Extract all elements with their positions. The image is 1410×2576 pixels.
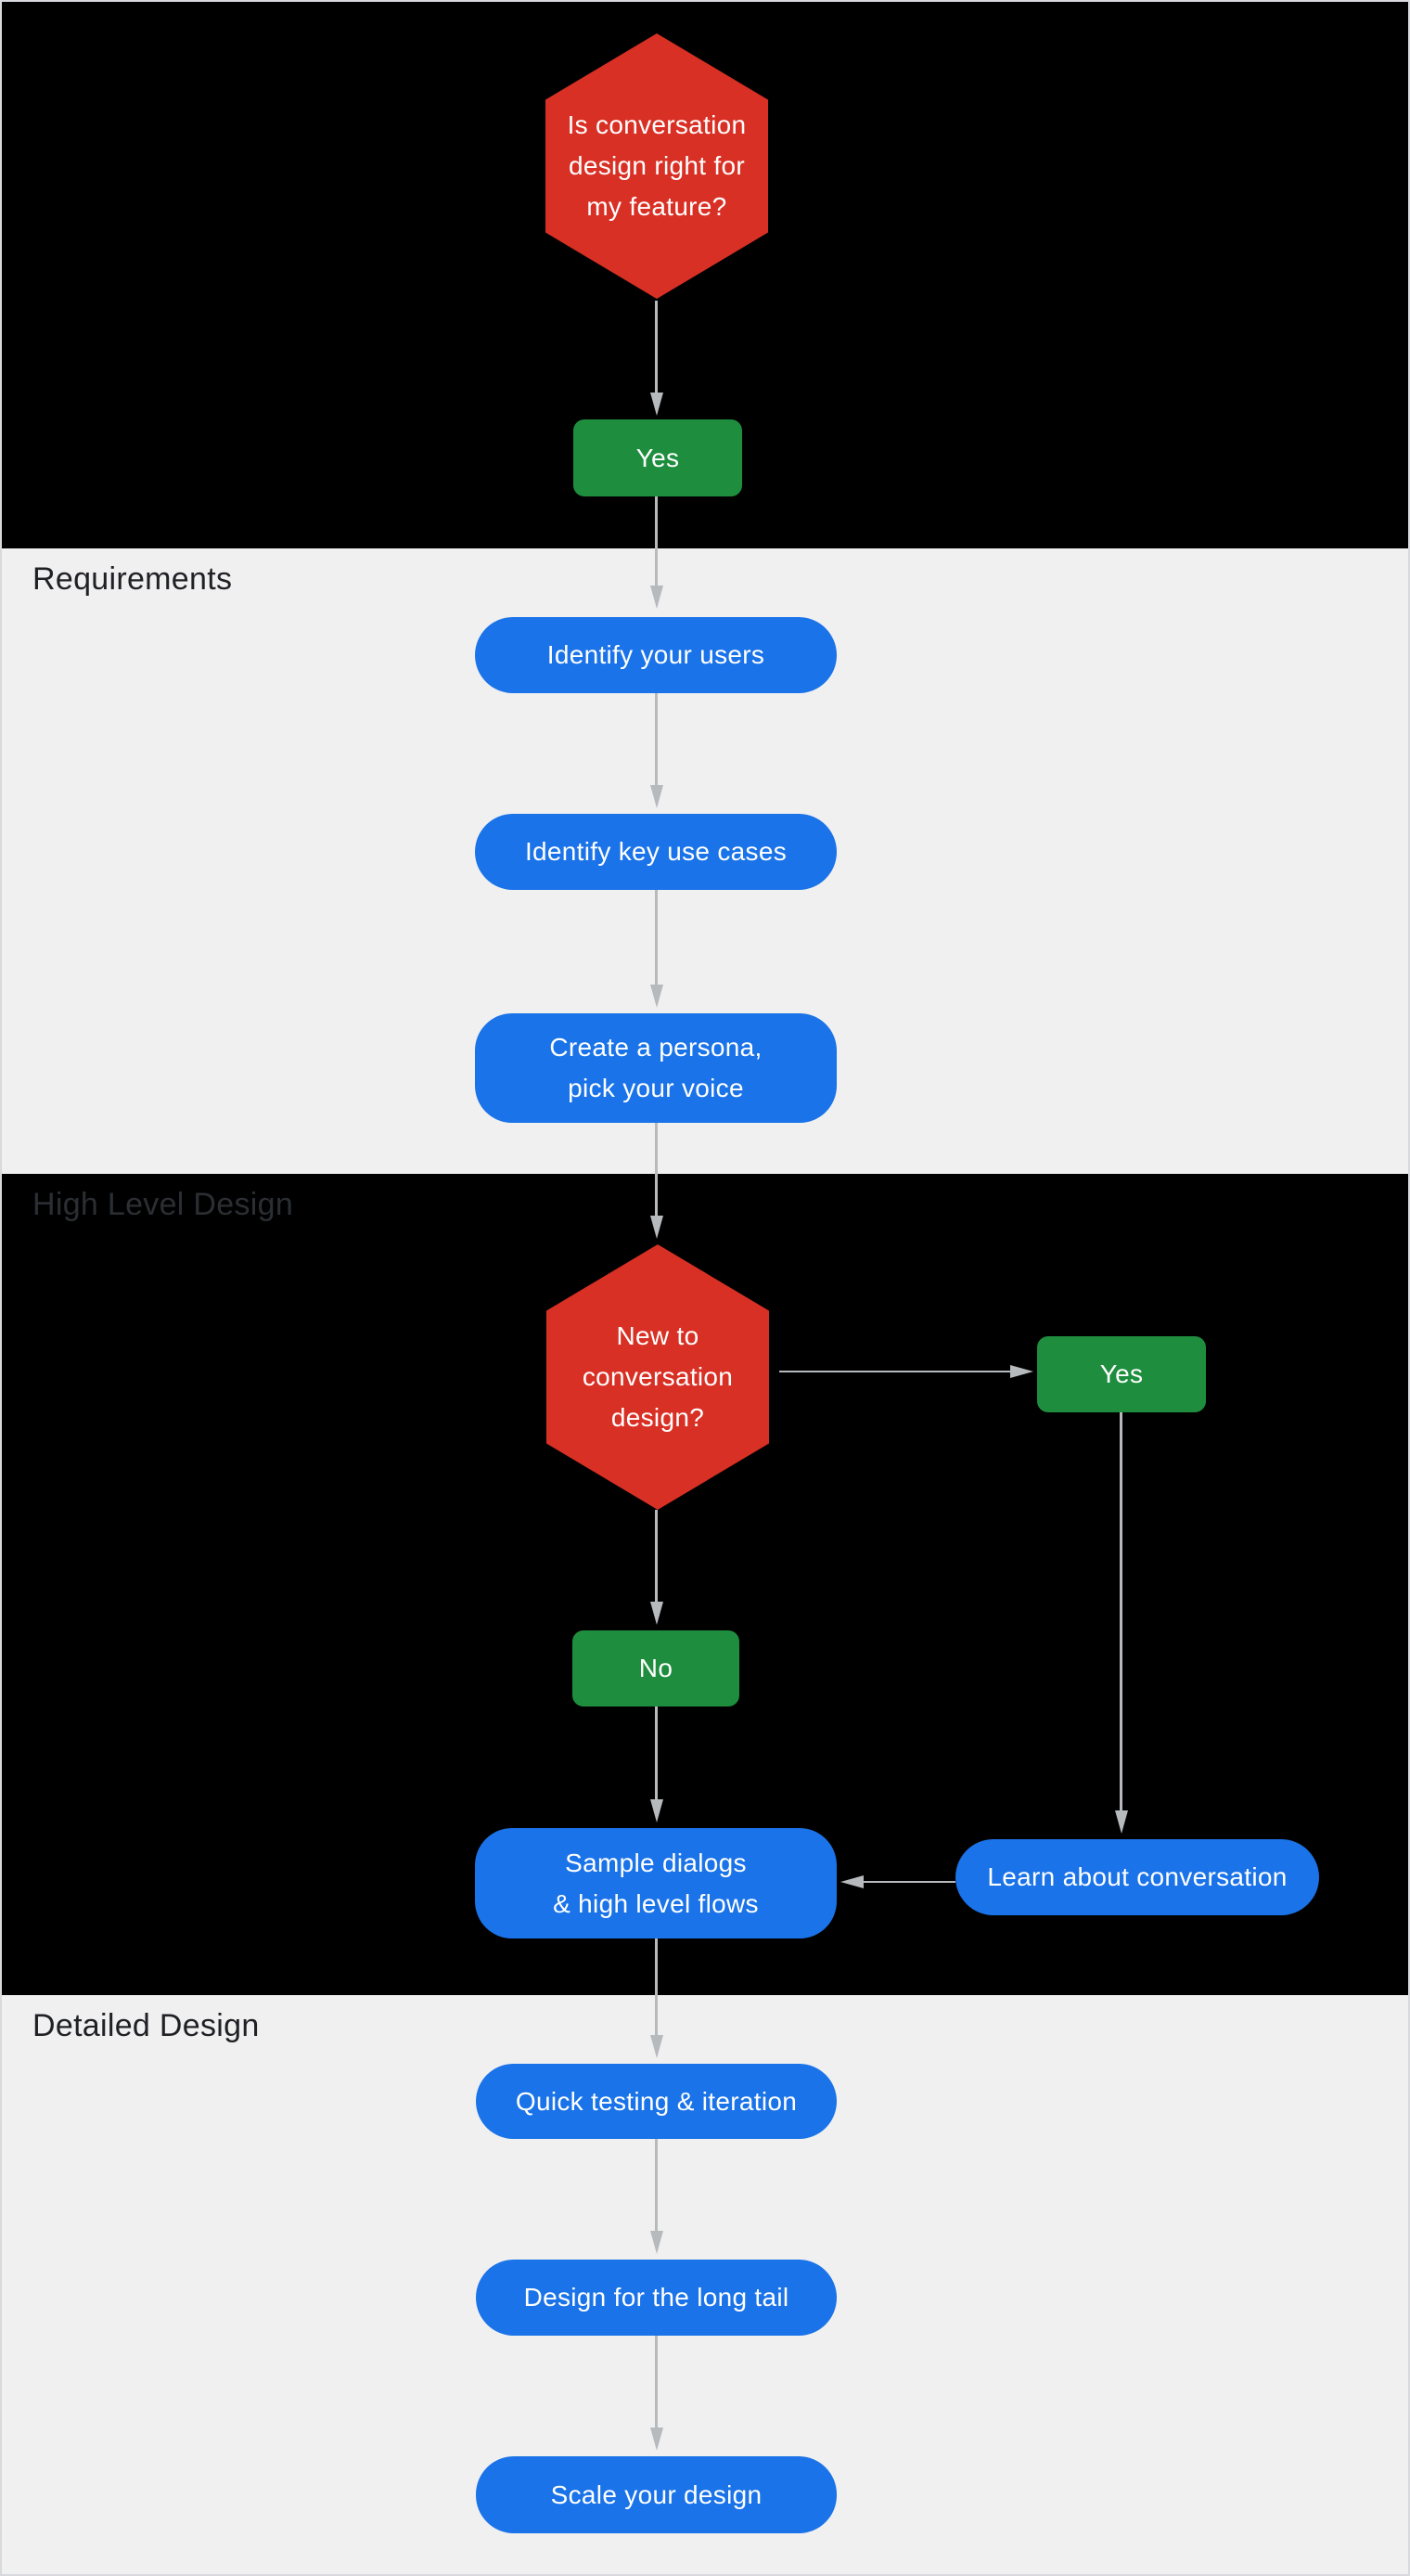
step-learn-about-conversation: Learn about conversation <box>955 1839 1319 1915</box>
step-scale-your-design: Scale your design <box>476 2456 837 2533</box>
step-sample-dialogs-high-level-flows: Sample dialogs & high level flows <box>475 1828 837 1938</box>
section-label-requirements: Requirements <box>32 561 233 597</box>
node-label: Quick testing & iteration <box>515 2086 798 2116</box>
connector-arrow-users-to-use-cases <box>655 693 658 785</box>
outcome-yes-intro: Yes <box>573 419 742 496</box>
connector-arrow-quick-to-long-tail <box>655 2139 658 2231</box>
node-label: Scale your design <box>550 2479 763 2509</box>
connector-arrow-no-to-sample-dialogs <box>655 1707 658 1799</box>
node-label: Learn about conversation <box>987 1862 1288 1891</box>
node-label: Identify key use cases <box>524 837 788 866</box>
connector-arrow-sample-to-quick-testing <box>655 1938 658 2035</box>
connector-arrow-decision1-to-yes <box>655 301 658 393</box>
connector-arrow-yes-to-identify-users <box>655 496 658 586</box>
node-label: Yes <box>1099 1359 1144 1388</box>
step-quick-testing-iteration: Quick testing & iteration <box>476 2064 837 2139</box>
node-label: Create a persona, pick your voice <box>549 1033 763 1102</box>
section-label-detailed-design: Detailed Design <box>32 2008 260 2043</box>
node-label: Yes <box>635 443 680 472</box>
connector-arrow-use-cases-to-persona <box>655 890 658 985</box>
step-identify-key-use-cases: Identify key use cases <box>475 814 837 890</box>
node-label: No <box>638 1654 673 1682</box>
node-label: Identify your users <box>546 640 765 669</box>
connector-arrow-learn-to-sample <box>864 1881 955 1883</box>
step-create-persona-pick-voice: Create a persona, pick your voice <box>475 1013 837 1123</box>
section-label-high-level-design: High Level Design <box>32 1187 294 1222</box>
node-label: Is conversation design right for my feat… <box>567 110 747 221</box>
outcome-no-high-level: No <box>572 1630 739 1707</box>
connector-arrow-long-tail-to-scale <box>655 2336 658 2428</box>
step-design-for-long-tail: Design for the long tail <box>476 2260 837 2336</box>
node-label: Sample dialogs & high level flows <box>553 1848 759 1918</box>
connector-arrow-yes2-to-learn <box>1120 1412 1122 1810</box>
step-identify-your-users: Identify your users <box>475 617 837 693</box>
node-label: Design for the long tail <box>523 2283 789 2312</box>
connector-arrow-persona-to-decision2 <box>655 1123 658 1216</box>
connector-arrow-decision2-to-yes2 <box>779 1371 1010 1372</box>
outcome-yes-high-level: Yes <box>1037 1336 1206 1412</box>
node-label: New to conversation design? <box>582 1321 734 1432</box>
connector-arrow-decision2-to-no <box>655 1510 658 1602</box>
